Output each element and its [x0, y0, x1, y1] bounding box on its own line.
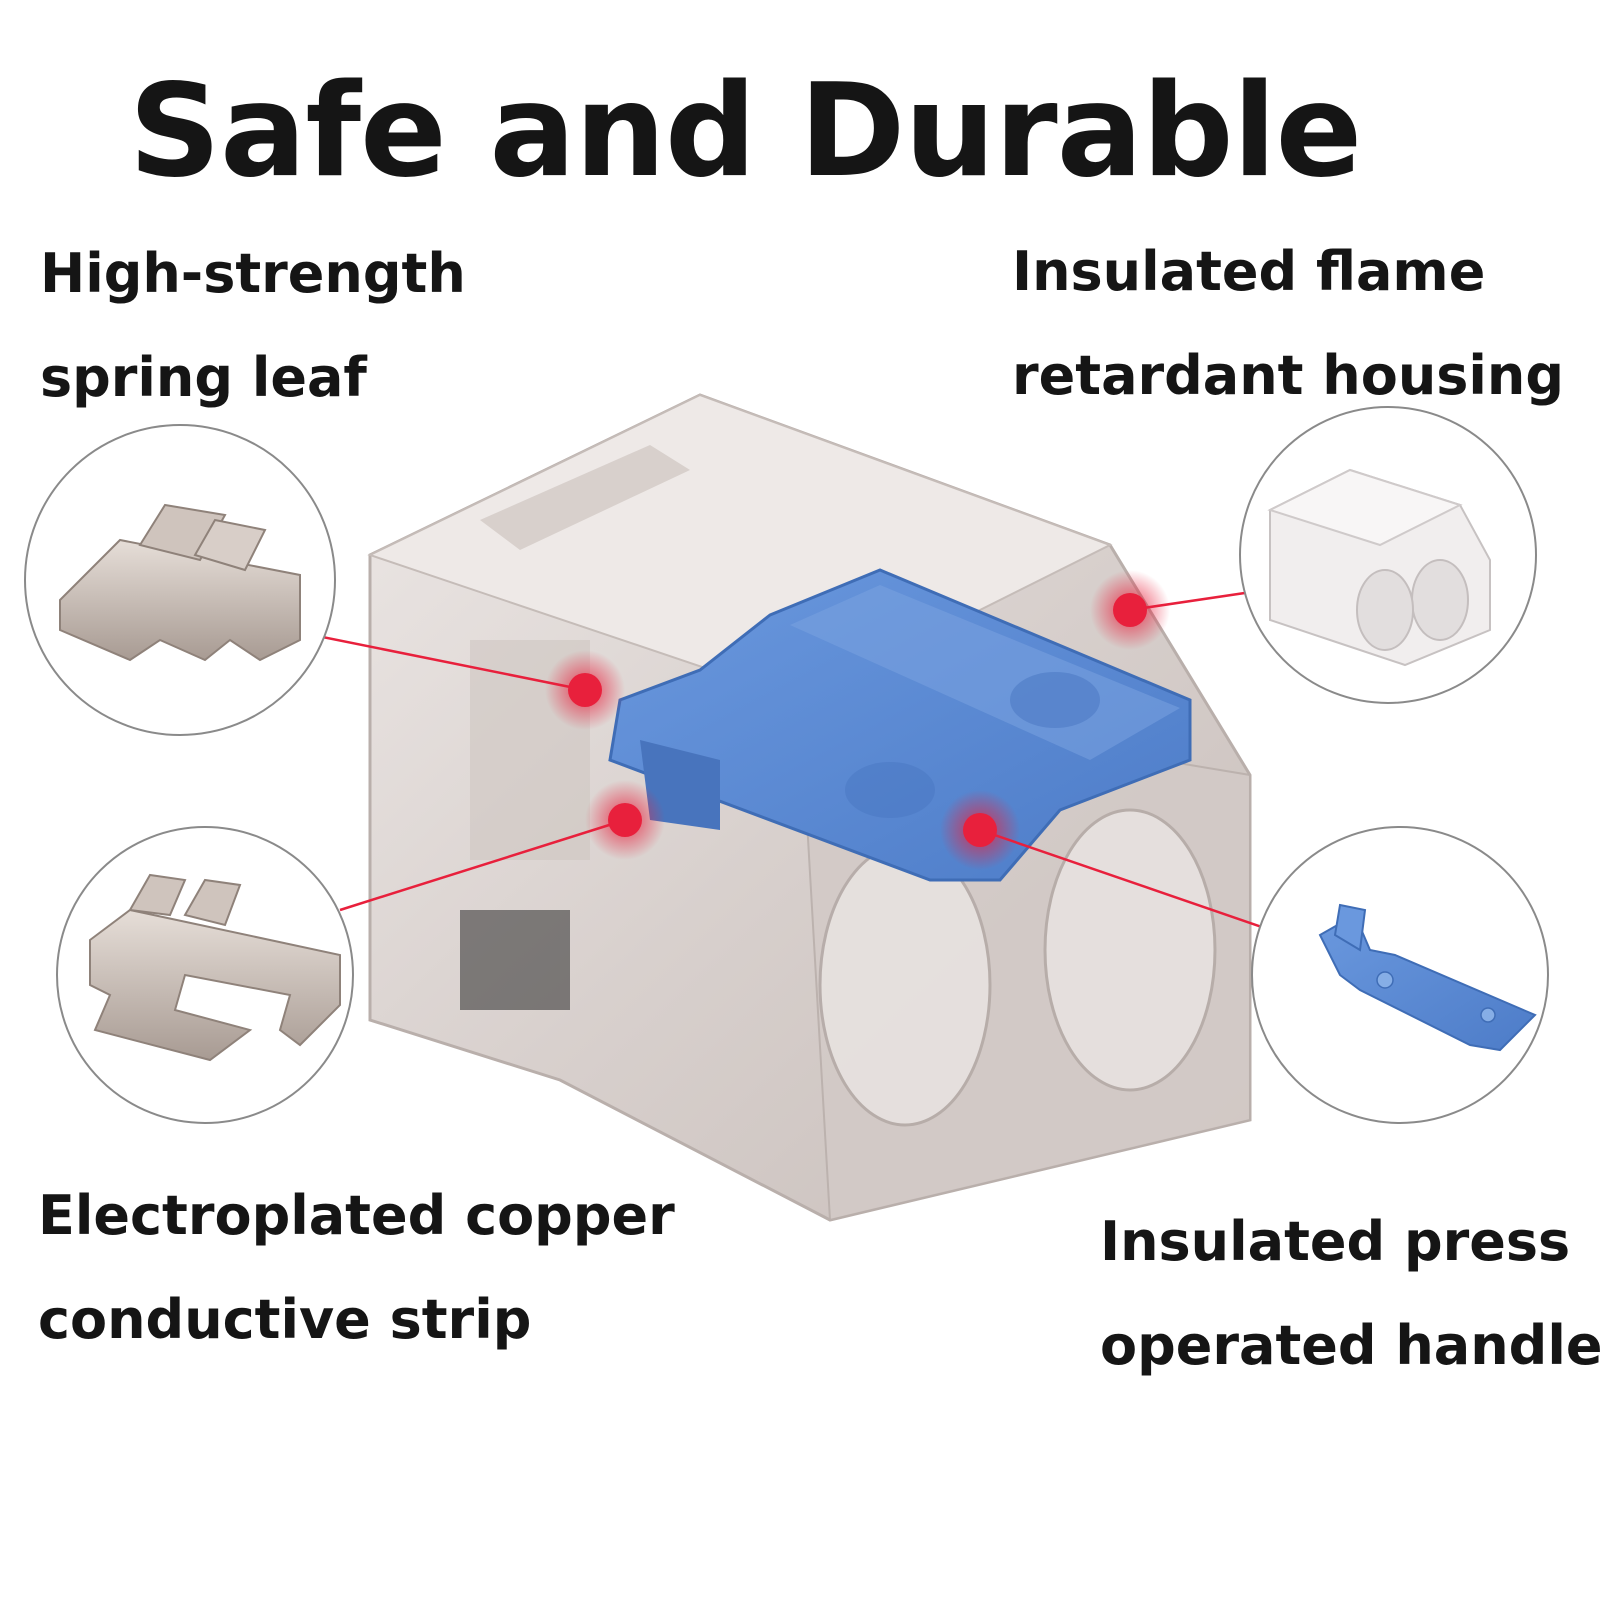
label-handle-line1: Insulated press	[1100, 1210, 1571, 1273]
blue-lever	[608, 568, 1192, 882]
copper-strip-part	[89, 873, 341, 1062]
label-spring-leaf: High-strength spring leaf	[40, 222, 466, 430]
label-handle-line2: operated handle	[1100, 1314, 1600, 1377]
handle-detail-circle	[1251, 826, 1549, 1124]
label-conductive-strip-line2: conductive strip	[38, 1288, 532, 1351]
red-marker-housing	[1090, 570, 1170, 650]
label-housing: Insulated flame retardant housing	[1012, 220, 1564, 428]
red-marker-spring-leaf	[545, 650, 625, 730]
label-conductive-strip-line1: Electroplated copper	[38, 1184, 675, 1247]
red-marker-handle	[940, 790, 1020, 870]
spring-leaf-part	[59, 503, 301, 662]
label-spring-leaf-line1: High-strength	[40, 242, 466, 305]
housing-detail-circle	[1239, 406, 1537, 704]
label-housing-line1: Insulated flame	[1012, 240, 1486, 303]
label-housing-line2: retardant housing	[1012, 344, 1565, 407]
conductive-strip-detail-circle	[56, 826, 354, 1124]
label-conductive-strip: Electroplated copper conductive strip	[38, 1164, 675, 1372]
transparent-housing-part	[1267, 468, 1491, 667]
page-title: Safe and Durable	[128, 57, 1363, 206]
red-marker-conductive-strip	[585, 780, 665, 860]
label-handle: Insulated press operated handle	[1100, 1190, 1600, 1398]
spring-leaf-detail-circle	[24, 424, 336, 736]
label-spring-leaf-line2: spring leaf	[40, 346, 367, 409]
blue-lever-handle-part	[1318, 903, 1537, 1052]
